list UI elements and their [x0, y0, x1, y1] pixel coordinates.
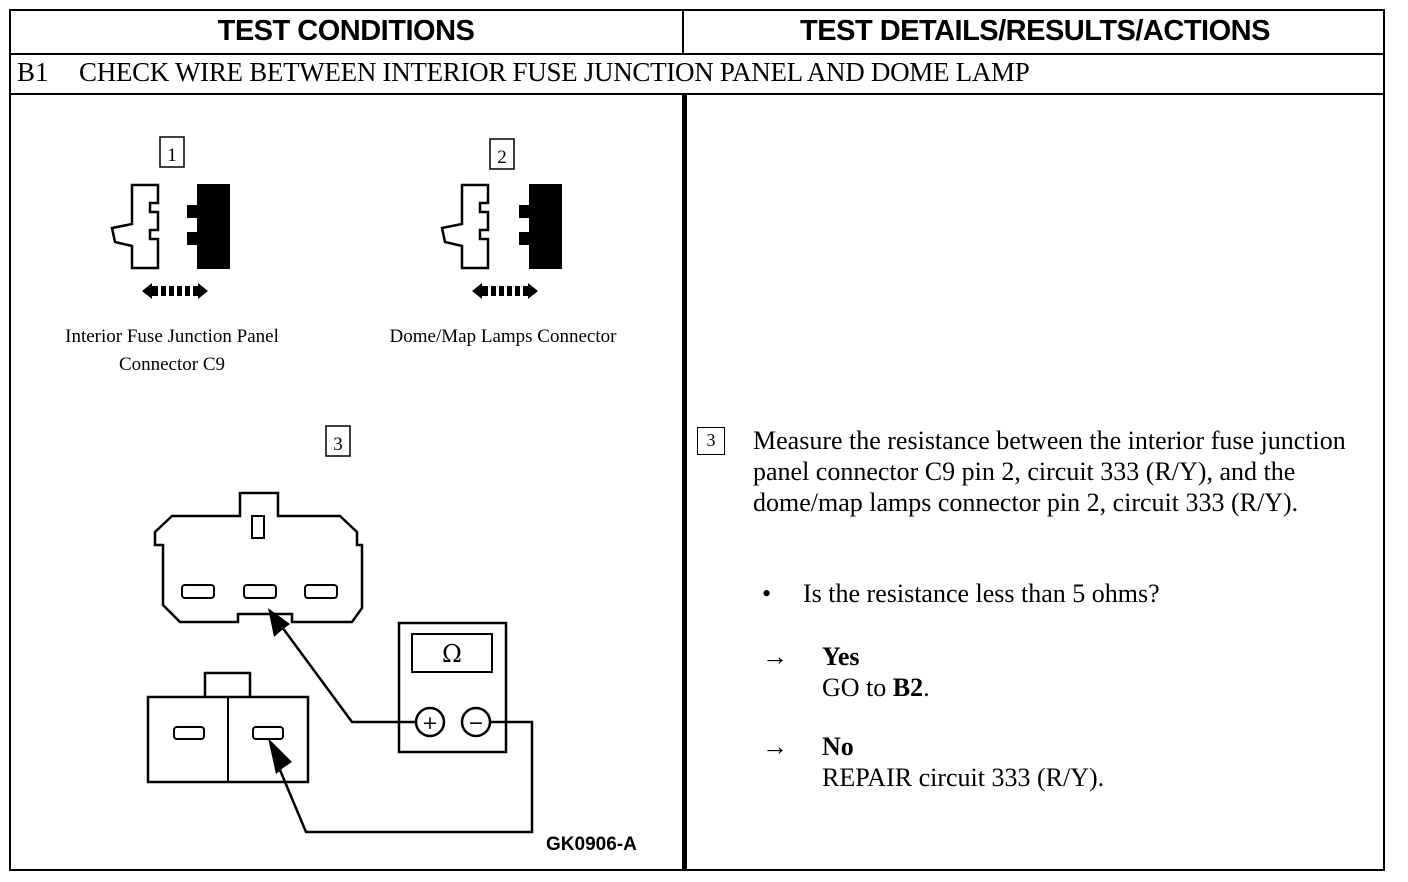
callout-2: 2: [489, 138, 515, 170]
yes-arrow: →: [762, 642, 788, 671]
disconnect-arrow-1: [142, 283, 208, 299]
header-row: TEST CONDITIONS TEST DETAILS/RESULTS/ACT…: [9, 9, 1385, 55]
callout-1-label: 1: [167, 145, 177, 166]
no-label: No: [822, 731, 854, 762]
yes-action-target: B2: [892, 673, 924, 702]
caption-fuse-panel: Interior Fuse Junction Panel Connector C…: [40, 323, 304, 379]
callout-1: 1: [159, 136, 185, 168]
no-arrow: →: [762, 732, 788, 761]
figure-id: GK0906-A: [546, 834, 637, 855]
meter-plus-terminal: +: [422, 712, 438, 734]
c9-connector-body: [153, 491, 364, 624]
yes-label: Yes: [822, 641, 860, 672]
step-title: CHECK WIRE BETWEEN INTERIOR FUSE JUNCTIO…: [79, 57, 1030, 87]
detail-step-number: 3: [697, 427, 725, 455]
test-details-header: TEST DETAILS/RESULTS/ACTIONS: [800, 15, 1270, 47]
test-leads: [268, 608, 534, 834]
step-id: B1: [17, 57, 49, 87]
dome-lamp-connector-icon: [440, 183, 562, 270]
callout-2-label: 2: [497, 147, 507, 168]
yes-action-suffix: .: [923, 673, 930, 702]
column-divider: [682, 95, 687, 871]
step-title-row: B1 CHECK WIRE BETWEEN INTERIOR FUSE JUNC…: [9, 55, 1385, 95]
ohmmeter: Ω + −: [397, 621, 508, 754]
disconnect-arrow-2: [472, 283, 538, 299]
measurement-instruction: Measure the resistance between the inter…: [753, 426, 1346, 517]
table-frame: [9, 9, 1385, 871]
fuse-panel-connector-icon: [110, 183, 230, 270]
caption-fuse-panel-line2: Connector C9: [118, 354, 226, 375]
callout-3-label: 3: [333, 434, 343, 455]
no-label-text: No: [822, 732, 854, 761]
question-bullet: •: [762, 579, 772, 608]
meter-minus-terminal: −: [468, 712, 484, 734]
test-conditions-header: TEST CONDITIONS: [217, 15, 475, 47]
callout-3: 3: [325, 425, 351, 457]
yes-label-text: Yes: [822, 642, 860, 671]
header-divider: [682, 9, 684, 55]
caption-fuse-panel-line1: Interior Fuse Junction Panel: [65, 326, 279, 347]
yes-action-prefix: GO to: [822, 673, 893, 702]
no-action: REPAIR circuit 333 (R/Y).: [822, 763, 1105, 792]
resistance-question: Is the resistance less than 5 ohms?: [803, 579, 1160, 608]
meter-ohm-symbol: Ω: [442, 640, 462, 668]
yes-action: GO to B2.: [822, 672, 930, 703]
wiring-diagram: 1 2: [110, 136, 637, 855]
caption-dome-lamp: Dome/Map Lamps Connector: [365, 323, 641, 351]
caption-dome-lamp-text: Dome/Map Lamps Connector: [389, 326, 617, 347]
